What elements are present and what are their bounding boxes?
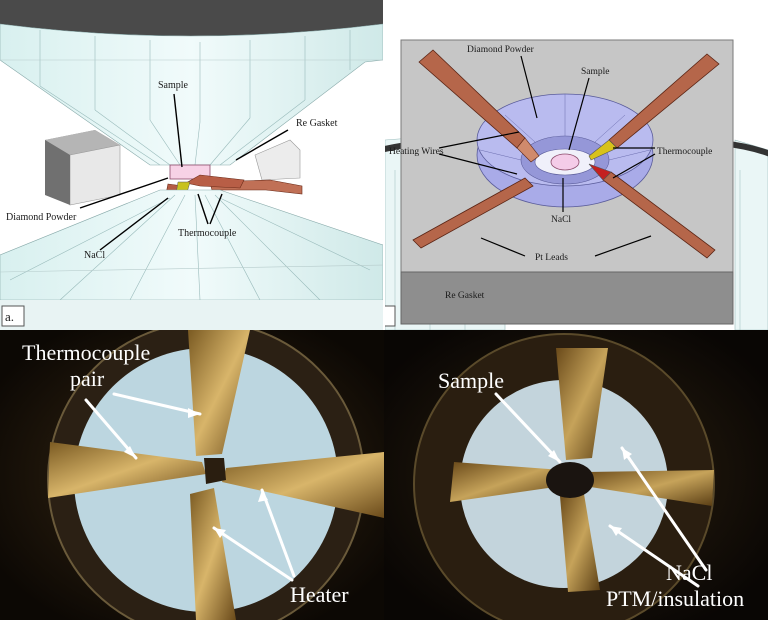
panel-b-drawing: Diamond Powder Sample Heating Wires Ther… xyxy=(385,0,768,330)
label-b-sample: Sample xyxy=(581,67,610,77)
lower-anvil xyxy=(0,189,383,301)
sample-dot xyxy=(550,153,580,171)
label-thermocouple: Thermocouple xyxy=(178,228,237,239)
label-b-thermocouple: Thermocouple xyxy=(657,147,712,157)
lead-left-d xyxy=(450,462,562,502)
label-thermocouple-pair-line1: Thermocouple xyxy=(22,340,150,365)
panel-d-micrograph: Sample NaCl PTM/insulation xyxy=(384,330,768,620)
lead-right xyxy=(222,452,384,518)
label-d-ptm-insulation: PTM/insulation xyxy=(606,586,744,611)
panel-tag-a: a. xyxy=(5,309,14,324)
lead-bottom-d xyxy=(560,494,600,592)
label-thermocouple-pair-line2: pair xyxy=(70,366,105,391)
panel-c-photo: Thermocouple pair Heater xyxy=(0,330,384,620)
label-b-heating-wires: Heating Wires xyxy=(389,147,444,157)
label-re-gasket: Re Gasket xyxy=(296,118,338,129)
lead-top xyxy=(188,330,250,456)
panel-a-drawing: Sample Re Gasket Diamond Powder NaCl The… xyxy=(0,0,383,330)
panel-b-cell-diagram: Diamond Powder Sample Heating Wires Ther… xyxy=(385,0,768,330)
gasket-block-right xyxy=(254,139,301,181)
upper-anvil-seat xyxy=(0,0,383,36)
panel-tag-box xyxy=(1,305,25,327)
lead-top-d xyxy=(556,348,608,460)
label-b-pt-leads: Pt Leads xyxy=(535,253,568,263)
label-b-nacl: NaCl xyxy=(551,215,571,225)
label-diamond-powder: Diamond Powder xyxy=(6,212,77,223)
panel-tag-box-b xyxy=(385,305,396,327)
lead-left xyxy=(48,442,206,498)
panel-d-photo: Sample NaCl PTM/insulation xyxy=(384,330,768,620)
label-b-diamond-powder: Diamond Powder xyxy=(467,45,535,55)
label-nacl: NaCl xyxy=(84,250,105,261)
re-gasket-block xyxy=(400,271,734,325)
lead-bottom xyxy=(190,488,236,620)
panel-a-anvil-diagram: Sample Re Gasket Diamond Powder NaCl The… xyxy=(0,0,383,330)
label-d-nacl: NaCl xyxy=(666,560,712,585)
label-sample: Sample xyxy=(158,80,189,91)
label-d-sample: Sample xyxy=(438,368,504,393)
sample-spot xyxy=(546,462,594,498)
upper-anvil xyxy=(0,23,383,166)
label-b-re-gasket: Re Gasket xyxy=(445,291,485,301)
label-heater: Heater xyxy=(290,582,349,607)
lead-bottom-left xyxy=(412,177,534,249)
panel-c-micrograph: Thermocouple pair Heater xyxy=(0,330,384,620)
